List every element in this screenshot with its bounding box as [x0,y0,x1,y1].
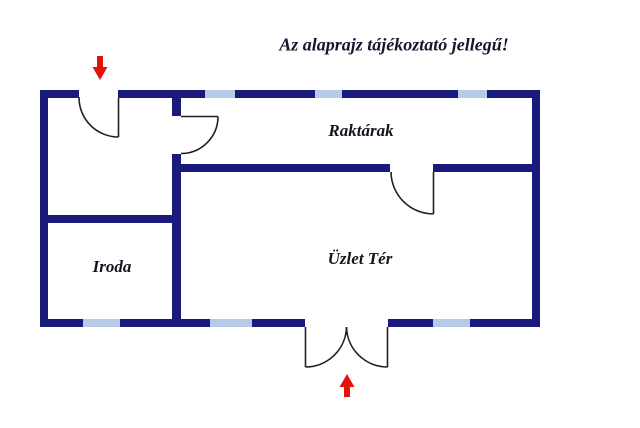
arrow-down-icon [92,56,108,80]
window-top-2 [315,90,342,98]
wall-right [532,90,540,327]
disclaimer-title: Az alaprajz tájékoztató jellegű! [279,34,509,55]
wall-left [40,90,48,327]
window-bottom-2 [210,319,252,327]
wall-iroda-top [40,215,181,223]
door-arc-storage [180,116,219,155]
door-arc-vestibule [78,96,119,138]
room-label-raktarak: Raktárak [328,121,394,140]
arrow-up-icon [339,374,355,397]
wall-top-left-of-door [40,90,79,98]
door-arc-shop [390,171,434,215]
window-top-3 [458,90,487,98]
room-label-iroda: Iroda [92,257,132,276]
window-bottom-1 [83,319,120,327]
door-arc-entrance-right [345,326,388,368]
wall-interior-vertical-upper-stub [172,90,181,116]
window-top-1 [205,90,235,98]
wall-interior-vertical [172,154,181,327]
door-arc-entrance-left [305,326,348,368]
room-label-uzlet-ter: Üzlet Tér [327,249,393,268]
window-bottom-3 [433,319,470,327]
wall-separator-left [172,164,390,172]
wall-separator-right [433,164,532,172]
